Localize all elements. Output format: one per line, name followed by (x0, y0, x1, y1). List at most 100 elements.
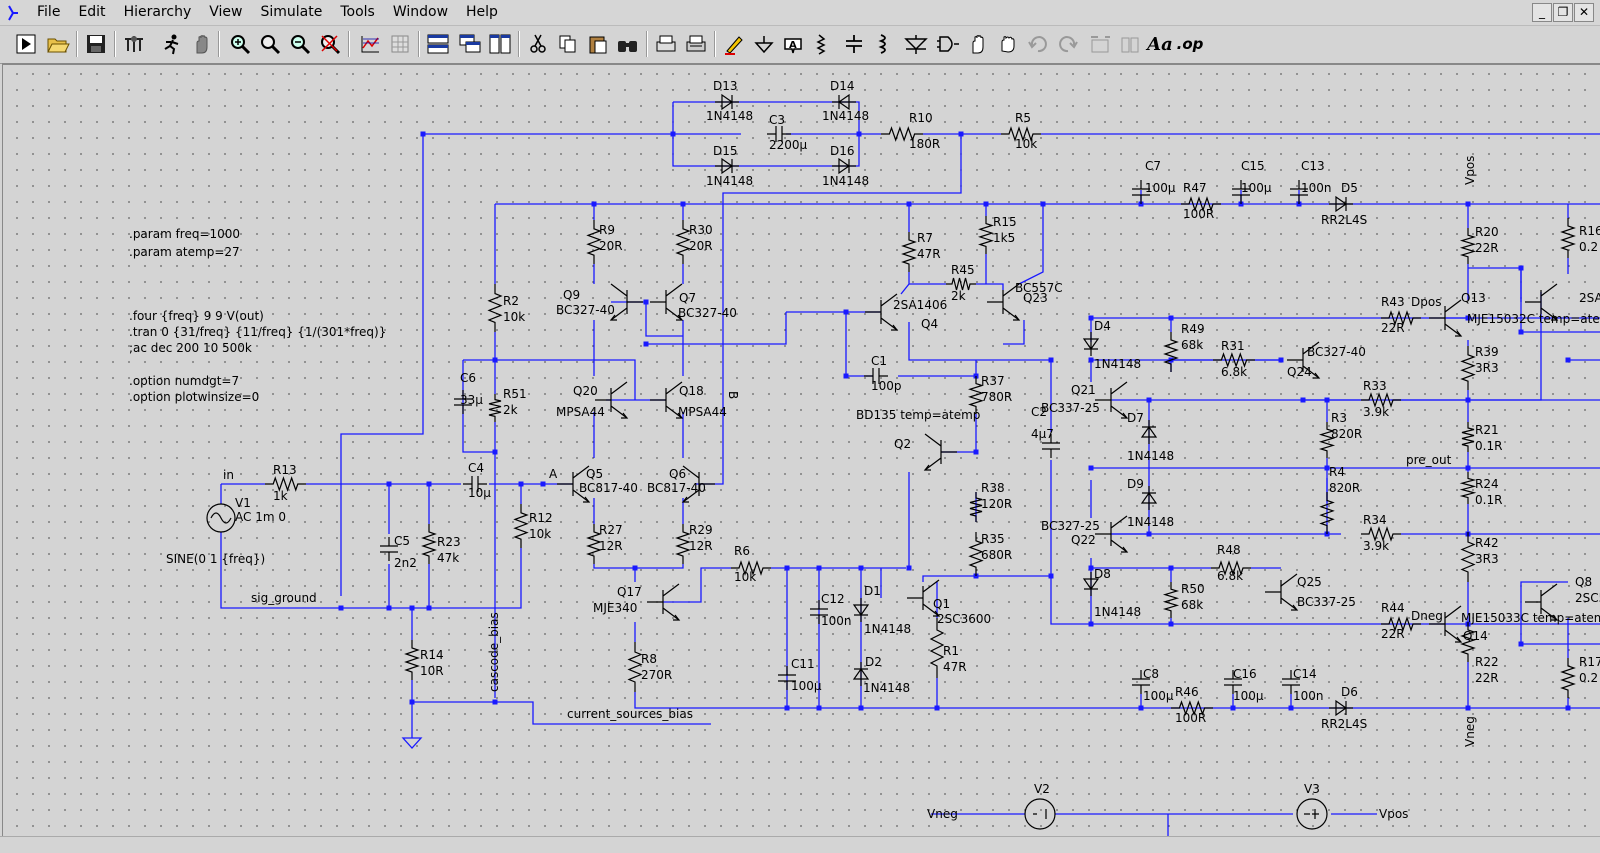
cut-icon[interactable] (524, 30, 552, 58)
diode-d7[interactable] (1140, 420, 1158, 444)
control-panel-icon[interactable] (120, 30, 148, 58)
diode-d6[interactable] (1329, 699, 1353, 717)
resistor-r24[interactable] (1459, 472, 1477, 504)
ground-icon[interactable] (750, 30, 778, 58)
paste-icon[interactable] (584, 30, 612, 58)
mirror-icon[interactable] (1116, 30, 1144, 58)
transistor-q23[interactable] (1525, 283, 1559, 321)
resistor-r23[interactable] (421, 524, 437, 564)
resistor-r3[interactable] (1318, 422, 1336, 458)
print-setup-icon[interactable] (652, 30, 680, 58)
wire-feedback[interactable] (340, 134, 424, 596)
capacitor-c12[interactable] (810, 600, 828, 624)
resistor-r51[interactable] (488, 394, 502, 422)
save-icon[interactable] (82, 30, 110, 58)
transistor-q22[interactable] (1095, 515, 1129, 553)
resistor-r46[interactable] (1171, 700, 1213, 716)
diode-d1[interactable] (852, 598, 870, 622)
resistor-r15[interactable] (978, 216, 994, 254)
pan-icon[interactable] (256, 30, 284, 58)
resistor-r8[interactable] (627, 642, 643, 692)
tile-icon[interactable] (486, 30, 514, 58)
capacitor-c1[interactable] (864, 368, 888, 384)
resistor-r20[interactable] (1459, 228, 1477, 264)
diode-d14[interactable] (832, 93, 856, 111)
restore-icon[interactable]: ❐ (1553, 3, 1573, 22)
undo-icon[interactable] (1024, 30, 1052, 58)
transistor-q23[interactable] (987, 283, 1021, 321)
resistor-r4[interactable] (1319, 492, 1335, 534)
zoom-fit-icon[interactable] (316, 30, 344, 58)
transistor-q9[interactable] (609, 283, 643, 321)
resistor-r21[interactable] (1461, 422, 1475, 452)
grid-icon[interactable] (386, 30, 414, 58)
resistor-r27[interactable] (586, 524, 602, 564)
transistor-q4[interactable] (865, 293, 899, 331)
wire[interactable] (663, 567, 731, 603)
spice-directive-icon[interactable]: .op (1176, 35, 1204, 53)
redo-icon[interactable] (1054, 30, 1082, 58)
wire[interactable] (220, 532, 522, 609)
diode-d8[interactable] (1082, 572, 1100, 596)
resistor-r35[interactable] (968, 532, 984, 576)
label-net-icon[interactable]: A (780, 30, 808, 58)
capacitor-c8[interactable] (1132, 670, 1150, 694)
resistor-r49[interactable] (1163, 332, 1179, 372)
halt-icon[interactable] (188, 30, 216, 58)
capacitor-c16[interactable] (1224, 670, 1242, 694)
resistor-r39[interactable] (1460, 346, 1476, 390)
resistor-r13[interactable] (265, 476, 306, 492)
voltage-source-v3[interactable] (1296, 798, 1328, 830)
resistor-r50[interactable] (1162, 582, 1180, 618)
diode-d13[interactable] (715, 93, 739, 111)
resistor-r43[interactable] (1381, 310, 1421, 326)
capacitor-c2[interactable] (1042, 434, 1060, 458)
wire[interactable] (1391, 292, 1542, 401)
wire-vneg-rail[interactable] (634, 692, 1600, 709)
wire-diode-bridge[interactable] (672, 101, 860, 167)
resistor-r17[interactable] (1560, 658, 1576, 698)
resistor-r9[interactable] (586, 220, 602, 264)
resistor-r12[interactable] (513, 504, 529, 548)
minimize-icon[interactable]: _ (1532, 3, 1552, 22)
resistor-r33[interactable] (1361, 392, 1401, 408)
print-icon[interactable] (682, 30, 710, 58)
wire[interactable] (845, 312, 873, 377)
menu-tools[interactable]: Tools (340, 4, 375, 20)
transistor-q1[interactable] (907, 579, 941, 617)
resistor-r47[interactable] (1181, 196, 1221, 212)
resistor-r38[interactable] (969, 492, 983, 522)
close-icon[interactable]: ✕ (1574, 3, 1594, 22)
resistor-r1[interactable] (929, 618, 945, 678)
wire[interactable] (645, 302, 683, 337)
resistor-icon[interactable] (810, 30, 838, 58)
move-icon[interactable] (964, 30, 992, 58)
resistor-r37[interactable] (968, 376, 984, 414)
diode-d4[interactable] (1082, 332, 1100, 356)
resistor-r7[interactable] (901, 232, 917, 272)
tile-horizontal-icon[interactable] (424, 30, 452, 58)
voltage-source-v1[interactable] (206, 503, 236, 533)
capacitor-c7[interactable] (1132, 180, 1150, 204)
transistor-q25[interactable] (1265, 573, 1299, 611)
menu-help[interactable]: Help (466, 4, 498, 20)
transistor-q13[interactable] (1429, 299, 1463, 337)
wire[interactable] (1018, 204, 1044, 285)
wire[interactable] (412, 701, 711, 725)
menu-edit[interactable]: Edit (78, 4, 106, 20)
zoom-out-icon[interactable] (286, 30, 314, 58)
transistor-q2[interactable] (923, 433, 957, 471)
diode-d9[interactable] (1140, 486, 1158, 510)
resistor-r14[interactable] (404, 640, 420, 680)
capacitor-icon[interactable] (840, 30, 868, 58)
wire[interactable] (976, 283, 1004, 290)
capacitor-c11[interactable] (778, 666, 796, 690)
diode-d16[interactable] (832, 157, 856, 175)
diode-d15[interactable] (715, 157, 739, 175)
component-icon[interactable] (934, 30, 962, 58)
resistor-r16[interactable] (1560, 218, 1576, 258)
wire[interactable] (922, 575, 976, 582)
transistor-q6[interactable] (681, 465, 715, 503)
resistor-r30[interactable] (675, 220, 691, 264)
wire[interactable] (593, 564, 684, 569)
